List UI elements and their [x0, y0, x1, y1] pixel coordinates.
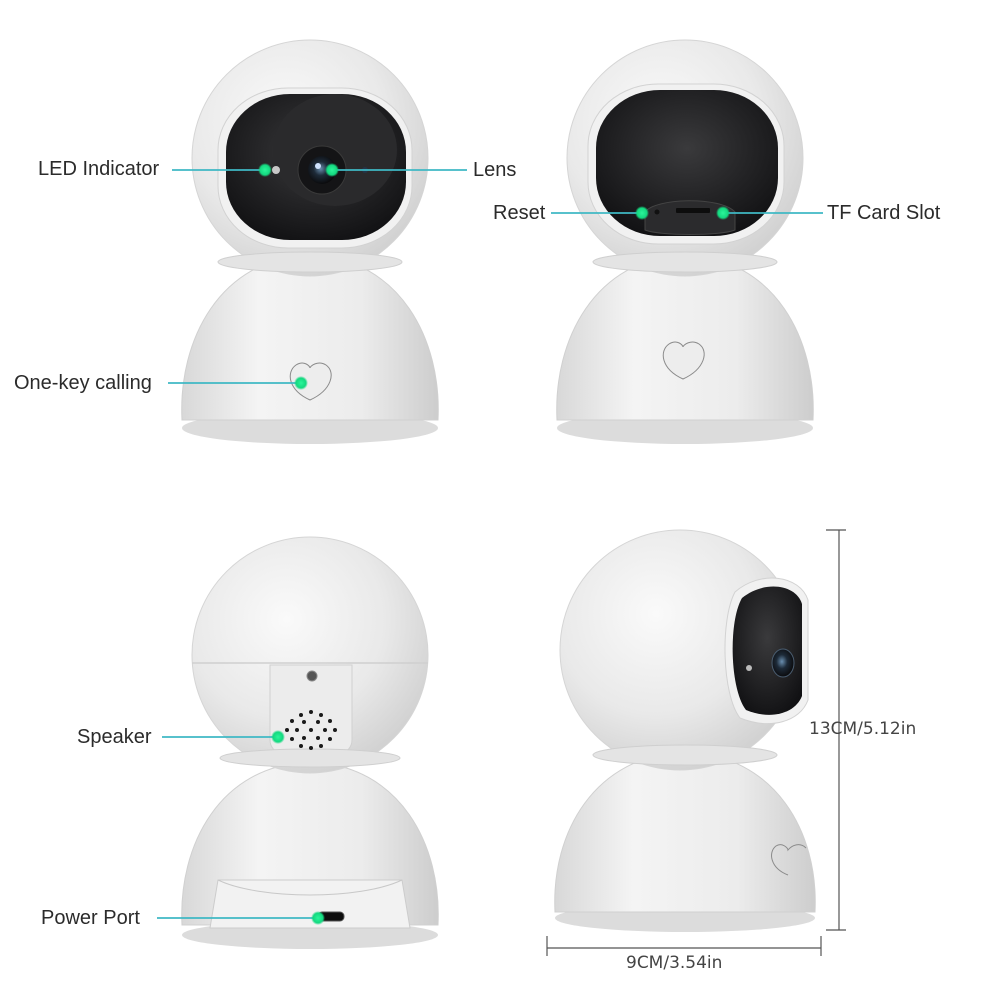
- label-lens: Lens: [473, 159, 517, 181]
- label-speaker: Speaker: [77, 726, 152, 748]
- led-indicator-icon: [258, 163, 272, 177]
- label-led-indicator: LED Indicator: [38, 158, 160, 180]
- camera-back-view: [181, 536, 439, 949]
- width-dimension-label: 9CM/3.54in: [626, 953, 723, 973]
- camera-side-view: [554, 529, 816, 932]
- dimension-lines: [546, 529, 846, 956]
- label-reset: Reset: [493, 202, 546, 224]
- reset-hole-icon: [635, 206, 649, 220]
- callout-dots: [258, 163, 730, 925]
- label-power-port: Power Port: [41, 907, 140, 929]
- tf-card-slot-icon: [716, 206, 730, 220]
- label-one-key-calling: One-key calling: [14, 372, 152, 394]
- lens-icon: [325, 163, 339, 177]
- speaker-grille-icon: [285, 710, 337, 750]
- height-dimension-label: 13CM/5.12in: [809, 719, 917, 739]
- camera-front-panel-view: [556, 39, 814, 444]
- camera-front-view: [181, 39, 439, 444]
- heart-button-icon: [294, 376, 308, 390]
- label-tf-card-slot: TF Card Slot: [827, 202, 941, 224]
- speaker-dot-icon: [271, 730, 285, 744]
- usb-port-icon: [311, 911, 325, 925]
- callout-lines: [157, 169, 823, 919]
